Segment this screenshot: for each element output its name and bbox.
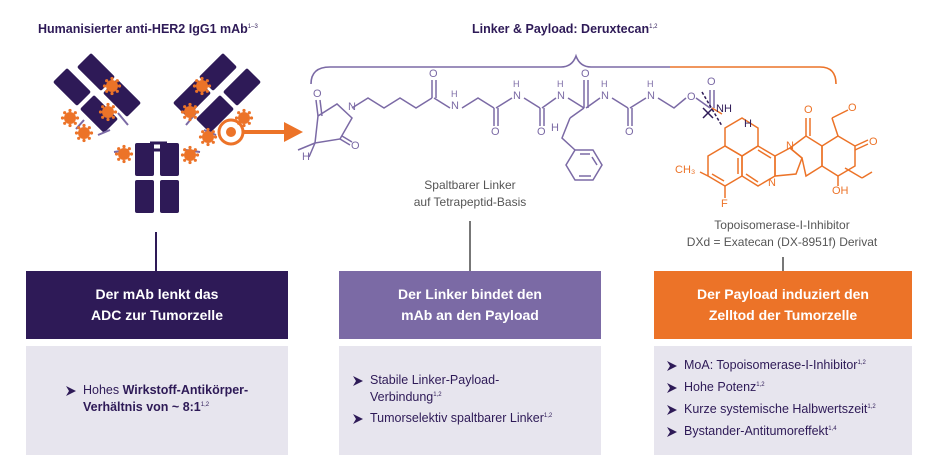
payload-bullet-2: Hohe Potenz1,2	[667, 379, 907, 396]
payload-connector-line	[782, 257, 784, 271]
mab-body-panel	[26, 346, 288, 455]
atom-label-n-2: N	[513, 90, 521, 102]
chevron-right-icon	[667, 361, 677, 371]
payload-bullet-4-text: Bystander-Antitumoreffekt	[684, 424, 829, 438]
atom-label-n-3: N	[557, 90, 565, 102]
mab-title: Humanisierter anti-HER2 IgG1 mAb1–3	[38, 22, 258, 36]
atom-label-n-4: N	[601, 90, 609, 102]
linker-heading-line2: mAb an den Payload	[401, 307, 539, 323]
mab-heading-line2: ADC zur Tumorzelle	[91, 307, 223, 323]
atom-label-o-5: O	[625, 126, 634, 138]
payload-bullet-1-ref: 1,2	[857, 359, 866, 366]
linker-payload-title-text: Linker & Payload: Deruxtecan	[472, 22, 650, 36]
atom-label-h-succinimide: H	[302, 151, 310, 163]
linker-connector-line	[469, 221, 471, 271]
linker-bullet-2: Tumorselektiv spaltbarer Linker1,2	[353, 410, 593, 427]
chevron-right-icon	[353, 376, 363, 386]
payload-bullet-2-ref: 1,2	[756, 381, 765, 388]
linker-bullet-1-ref: 1,2	[433, 391, 442, 398]
payload-brace	[670, 66, 837, 85]
atom-label-o-pyridone: O	[804, 104, 813, 116]
chevron-right-icon	[667, 405, 677, 415]
atom-label-o-1: O	[429, 68, 438, 80]
atom-label-f: F	[721, 198, 728, 210]
linker-heading-line1: Der Linker bindet den	[398, 286, 542, 302]
atom-label-o-succinimide-bottom: O	[351, 140, 360, 152]
payload-heading-box: Der Payload induziert den Zelltod der Tu…	[654, 271, 912, 339]
linker-label-line2: auf Tetrapeptid-Basis	[413, 195, 527, 209]
mab-bullet: Hohes Wirkstoff-Antikörper-Verhältnis vo…	[66, 382, 276, 416]
linker-structure	[297, 80, 715, 181]
atom-label-h-2: H	[513, 79, 520, 89]
payload-structure	[699, 107, 873, 198]
linker-brace	[310, 53, 670, 85]
mab-connector-line	[155, 232, 157, 271]
atom-label-ch3: CH₃	[675, 164, 696, 176]
mab-bullet-ref: 1,2	[200, 401, 210, 408]
atom-label-o-carbonyl: O	[869, 136, 878, 148]
payload-bullet-1-text: MoA: Topoisomerase-I-Inhibitor	[684, 358, 858, 372]
atom-label-n-ring: N	[768, 177, 776, 189]
linker-payload-title-ref: 1,2	[649, 23, 658, 30]
atom-label-h-phe: H	[551, 122, 559, 134]
payload-heading-line2: Zelltod der Tumorzelle	[708, 307, 858, 323]
payload-body-panel	[654, 346, 912, 455]
mab-heading-line1: Der mAb lenkt das	[95, 286, 219, 302]
atom-label-h-4: H	[601, 79, 608, 89]
atom-label-h-5: H	[647, 79, 654, 89]
payload-bullet-3-text: Kurze systemische Halbwertszeit	[684, 402, 868, 416]
atom-label-o-ether: O	[687, 91, 696, 103]
atom-label-n-ring-2: N	[786, 140, 794, 152]
connector-arrow-icon	[284, 122, 303, 142]
linker-bullet-2-text: Tumorselektiv spaltbarer Linker	[370, 411, 544, 425]
payload-structure-label: Topoisomerase-I-Inhibitor DXd = Exatecan…	[682, 217, 882, 251]
mab-bullet-bold: Wirkstoff-Antikörper-Verhältnis von ~ 8:…	[83, 383, 249, 414]
chevron-right-icon	[667, 383, 677, 393]
atom-label-n-1: N	[451, 100, 459, 112]
atom-label-o-2: O	[491, 126, 500, 138]
linker-structure-label: Spaltbarer Linker auf Tetrapeptid-Basis	[395, 177, 545, 211]
cleavage-site-icon	[701, 91, 723, 127]
chevron-right-icon	[667, 427, 677, 437]
payload-bullet-2-text: Hohe Potenz	[684, 380, 757, 394]
atom-label-o-succinimide-top: O	[313, 88, 322, 100]
atom-label-o-lactone: O	[848, 102, 857, 114]
chevron-right-icon	[353, 414, 363, 424]
atom-label-n-5: N	[647, 90, 655, 102]
mab-title-text: Humanisierter anti-HER2 IgG1 mAb	[38, 22, 248, 36]
mab-title-ref: 1–3	[247, 23, 258, 30]
linker-label-line1: Spaltbarer Linker	[424, 178, 516, 192]
atom-label-n-succinimide: N	[348, 101, 356, 113]
atom-label-oh: OH	[832, 185, 849, 197]
payload-bullet-1: MoA: Topoisomerase-I-Inhibitor1,2	[667, 357, 907, 374]
linker-heading-box: Der Linker bindet den mAb an den Payload	[339, 271, 601, 339]
payload-bullet-4-ref: 1,4	[828, 425, 837, 432]
linker-payload-title: Linker & Payload: Deruxtecan1,2	[472, 22, 658, 36]
chevron-right-icon	[66, 386, 76, 396]
linker-bullet-1-text: Stabile Linker-Payload-Verbindung	[370, 373, 500, 404]
linker-body-panel	[339, 346, 601, 455]
payload-bullet-3-ref: 1,2	[867, 403, 876, 410]
atom-label-h-1: H	[451, 89, 458, 99]
payload-heading-line1: Der Payload induziert den	[697, 286, 869, 302]
payload-bullet-3: Kurze systemische Halbwertszeit1,2	[667, 401, 907, 418]
atom-label-h-3: H	[557, 79, 564, 89]
atom-label-o-4: O	[581, 68, 590, 80]
linker-bullet-1: Stabile Linker-Payload-Verbindung1,2	[353, 372, 553, 406]
mab-bullet-text: Hohes	[83, 383, 123, 397]
payload-label-line1: Topoisomerase-I-Inhibitor	[714, 218, 850, 232]
atom-label-o-3: O	[537, 126, 546, 138]
atom-label-h-payload: H	[744, 118, 752, 130]
linker-bullet-2-ref: 1,2	[543, 412, 553, 419]
payload-bullet-4: Bystander-Antitumoreffekt1,4	[667, 423, 907, 440]
mab-heading-box: Der mAb lenkt das ADC zur Tumorzelle	[26, 271, 288, 339]
payload-label-line2: DXd = Exatecan (DX-8951f) Derivat	[686, 235, 878, 249]
atom-label-nh-payload: NH	[716, 103, 732, 115]
atom-label-o-6: O	[707, 76, 716, 88]
